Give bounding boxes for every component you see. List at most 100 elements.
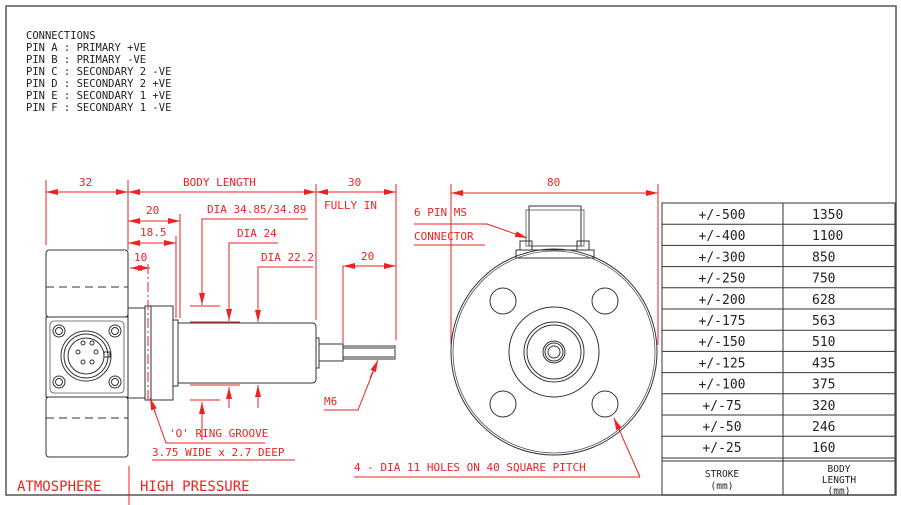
- side-view: 32 BODY LENGTH 30 FULLY IN 20 18.5 10 DI…: [17, 176, 397, 505]
- body-length-cell: 850: [812, 250, 835, 265]
- dim-80: 80: [547, 176, 560, 189]
- header-length: LENGTH: [822, 475, 857, 486]
- dia-flange-leader: [201, 218, 308, 296]
- body-length-cell: 160: [812, 441, 835, 456]
- rod-end: [542, 340, 566, 364]
- table-row: +/-250 750: [662, 266, 895, 287]
- connections-block: CONNECTIONS PIN A : PRIMARY +VE PIN B : …: [26, 30, 171, 114]
- body-length-cell: 563: [812, 314, 835, 329]
- dim-32: 32: [79, 176, 92, 189]
- dia-22-2-leader: [257, 266, 313, 300]
- pin-b: PIN B : PRIMARY -VE: [26, 54, 146, 66]
- bolt-hole: [591, 287, 619, 315]
- body-length-cell: 375: [812, 378, 835, 393]
- dia-22-2-label: DIA 22.2: [261, 251, 314, 264]
- dim-body-length: BODY LENGTH: [183, 176, 256, 189]
- ms-connector-base: [515, 249, 595, 259]
- housing-lower: [45, 396, 129, 458]
- body-length-cell: 1100: [812, 229, 843, 244]
- table-row: +/-175 563: [662, 308, 895, 329]
- dim-10: 10: [134, 251, 147, 264]
- holes-note: 4 - DIA 11 HOLES ON 40 SQUARE PITCH: [354, 461, 586, 474]
- body-length-cell: 628: [812, 293, 835, 308]
- connector-leader: [486, 223, 528, 239]
- dia-24-label: DIA 24: [237, 227, 277, 240]
- pin-e: PIN E : SECONDARY 1 +VE: [26, 90, 171, 102]
- thread-m6: M6: [324, 395, 337, 408]
- stroke-cell: +/-50: [702, 420, 741, 435]
- stroke-cell: +/-200: [699, 293, 746, 308]
- oring-label: 'O' RING GROOVE: [169, 427, 268, 440]
- dim-30: 30: [348, 176, 361, 189]
- oring-spec: 3.75 WIDE x 2.7 DEEP: [152, 446, 285, 459]
- pin-c: PIN C : SECONDARY 2 -VE: [26, 66, 171, 78]
- body-length-cell: 246: [812, 420, 835, 435]
- holes-leader: [613, 417, 641, 478]
- push-rod: [318, 343, 344, 362]
- body-length-cell: 320: [812, 399, 835, 414]
- connector-label-2: CONNECTOR: [414, 230, 474, 243]
- dia-24-leader: [228, 242, 278, 300]
- stroke-cell: +/-400: [699, 229, 746, 244]
- table-row: +/-75 320: [662, 393, 895, 414]
- table-row: +/-300 850: [662, 244, 895, 265]
- connector-label-1: 6 PIN MS: [414, 206, 467, 219]
- header-stroke: STROKE: [705, 469, 740, 480]
- stroke-cell: +/-75: [702, 399, 741, 414]
- body-tube: [177, 322, 317, 384]
- zone-atmosphere: ATMOSPHERE: [17, 479, 101, 495]
- table-row: +/-50 246: [662, 414, 895, 435]
- connector-pins-icon: [60, 330, 112, 382]
- body-length-cell: 750: [812, 272, 835, 287]
- table-row: +/-500 1350: [699, 208, 844, 223]
- body-length-cell: 1350: [812, 208, 843, 223]
- body-outline: [450, 248, 658, 456]
- header-stroke-unit: (mm): [711, 481, 734, 492]
- bolt-hole: [489, 287, 517, 315]
- pin-f: PIN F : SECONDARY 1 -VE: [26, 102, 171, 114]
- ms-connector-body: [528, 205, 582, 247]
- m6-leader: [324, 361, 378, 411]
- table-row: +/-200 628: [662, 287, 895, 308]
- stroke-cell: +/-175: [699, 314, 746, 329]
- fully-in-label: FULLY IN: [324, 199, 377, 212]
- tube-ring: [523, 321, 585, 383]
- flange-ring: [508, 306, 600, 398]
- bolt-hole: [489, 390, 517, 418]
- pin-d: PIN D : SECONDARY 2 +VE: [26, 78, 171, 90]
- stroke-cell: +/-150: [699, 335, 746, 350]
- pin-a: PIN A : PRIMARY +VE: [26, 42, 146, 54]
- pressure-flange: [150, 305, 174, 401]
- table-row: +/-100 375: [662, 372, 895, 393]
- table-row: +/-25 160: [662, 435, 895, 456]
- connector-flange-inner: [49, 320, 125, 394]
- bolt-hole: [591, 390, 619, 418]
- stroke-cell: +/-250: [699, 272, 746, 287]
- stroke-cell: +/-25: [702, 441, 741, 456]
- header-body-unit: (mm): [828, 486, 851, 497]
- dim-thread-20: 20: [361, 250, 374, 263]
- housing-upper: [45, 249, 129, 318]
- sheet-border: [5, 5, 897, 496]
- dia-flange-label: DIA 34.85/34.89: [207, 203, 306, 216]
- dim-20: 20: [146, 204, 159, 217]
- end-view: 80 6 PIN MS CONNECTOR 4 - DIA 11 HOLES O…: [354, 176, 659, 478]
- stroke-cell: +/-125: [699, 356, 746, 371]
- body-length-cell: 435: [812, 356, 835, 371]
- header-body: BODY: [828, 464, 851, 475]
- flange-step: [127, 307, 146, 399]
- m6-thread: [342, 345, 396, 360]
- stroke-cell: +/-500: [699, 208, 746, 223]
- dim-18-5: 18.5: [140, 226, 167, 239]
- stroke-cell: +/-100: [699, 378, 746, 393]
- zone-high-pressure: HIGH PRESSURE: [140, 479, 250, 495]
- table-row: +/-125 435: [662, 350, 895, 371]
- connections-title: CONNECTIONS: [26, 30, 96, 42]
- connector-screw-icon: [52, 324, 122, 389]
- flange-shoulder: [172, 319, 179, 387]
- stroke-cell: +/-300: [699, 250, 746, 265]
- table-row: +/-400 1100: [662, 223, 895, 244]
